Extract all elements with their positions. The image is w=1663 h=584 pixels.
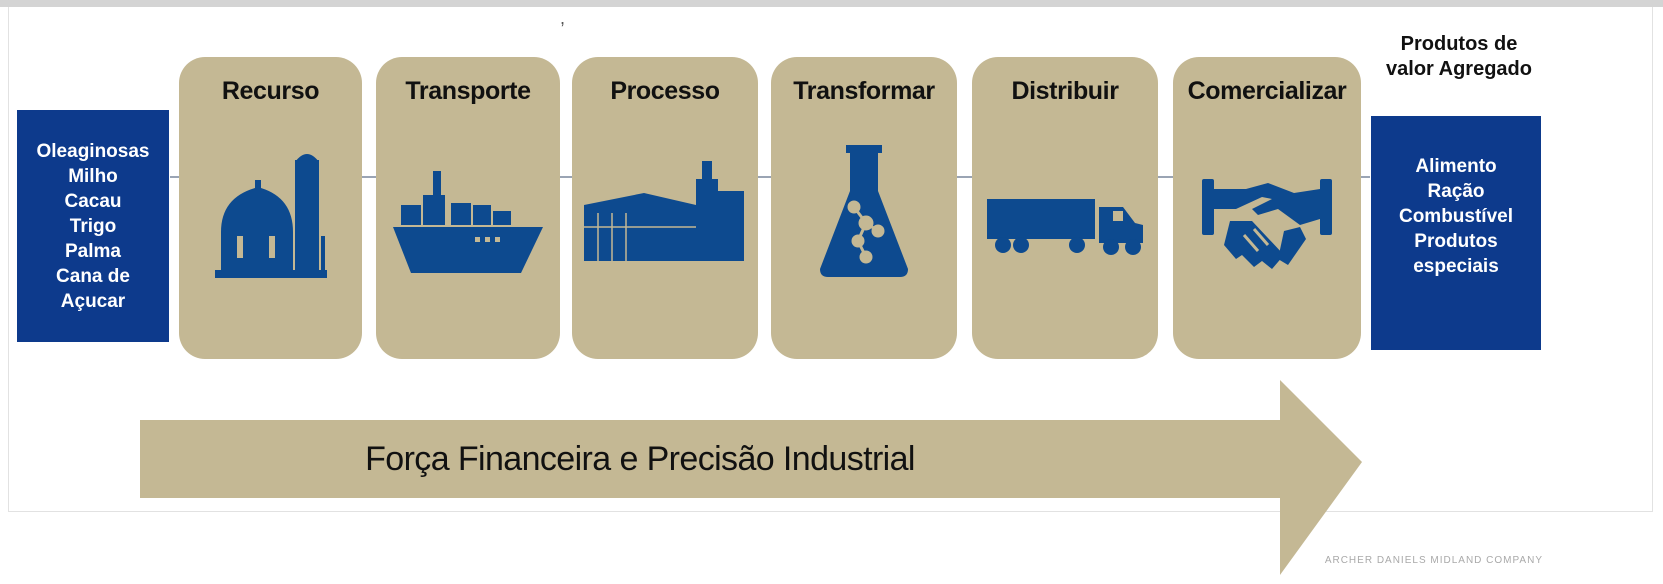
stage-transformar: Transformar (771, 57, 957, 359)
stage-comercializar: Comercializar (1173, 57, 1361, 359)
output-item: especiais (1413, 256, 1499, 277)
stage-distribuir: Distribuir (972, 57, 1158, 359)
value-added-products-box: Alimento Ração Combustível Produtos espe… (1371, 116, 1541, 350)
stage-processo: Processo (572, 57, 758, 359)
stage-label: Transporte (405, 77, 531, 105)
stage-label: Recurso (221, 77, 320, 105)
raw-materials-box: Oleaginosas Milho Cacau Trigo Palma Cana… (17, 110, 169, 342)
stage-connector-line (170, 176, 1370, 178)
output-title-line: Produtos de (1400, 33, 1518, 55)
output-item: Produtos (1414, 231, 1498, 252)
arrow-label: Força Financeira e Precisão Industrial (365, 440, 915, 478)
silo-icon (214, 150, 327, 285)
input-item: Milho (68, 165, 118, 187)
output-item: Ração (1427, 181, 1485, 202)
top-strip (0, 0, 1663, 7)
flask-icon (820, 145, 908, 282)
handshake-icon (1202, 175, 1332, 280)
input-item: Açucar (60, 290, 126, 312)
stage-transporte: Transporte (376, 57, 560, 359)
cargo-ship-icon (393, 165, 543, 280)
factory-icon (584, 157, 746, 266)
output-title-line: valor Agregado (1386, 58, 1532, 80)
output-title: Produtos de valor Agregado (1378, 32, 1540, 82)
output-item: Combustível (1398, 206, 1514, 227)
footer-credit: ARCHER DANIELS MIDLAND COMPANY (1324, 555, 1543, 566)
input-item: Cacau (64, 190, 122, 212)
top-mark: , (560, 8, 566, 28)
stage-label: Processo (610, 77, 720, 105)
input-item: Cana de (56, 265, 130, 287)
input-item: Oleaginosas (36, 140, 150, 162)
stage-recurso: Recurso (179, 57, 362, 359)
output-item: Alimento (1415, 156, 1497, 177)
truck-icon (987, 199, 1143, 260)
stage-label: Distribuir (1011, 77, 1119, 105)
stage-label: Comercializar (1187, 77, 1347, 105)
input-item: Trigo (69, 215, 117, 237)
stage-label: Transformar (793, 77, 935, 105)
input-item: Palma (65, 240, 121, 262)
big-arrow (140, 380, 1362, 575)
